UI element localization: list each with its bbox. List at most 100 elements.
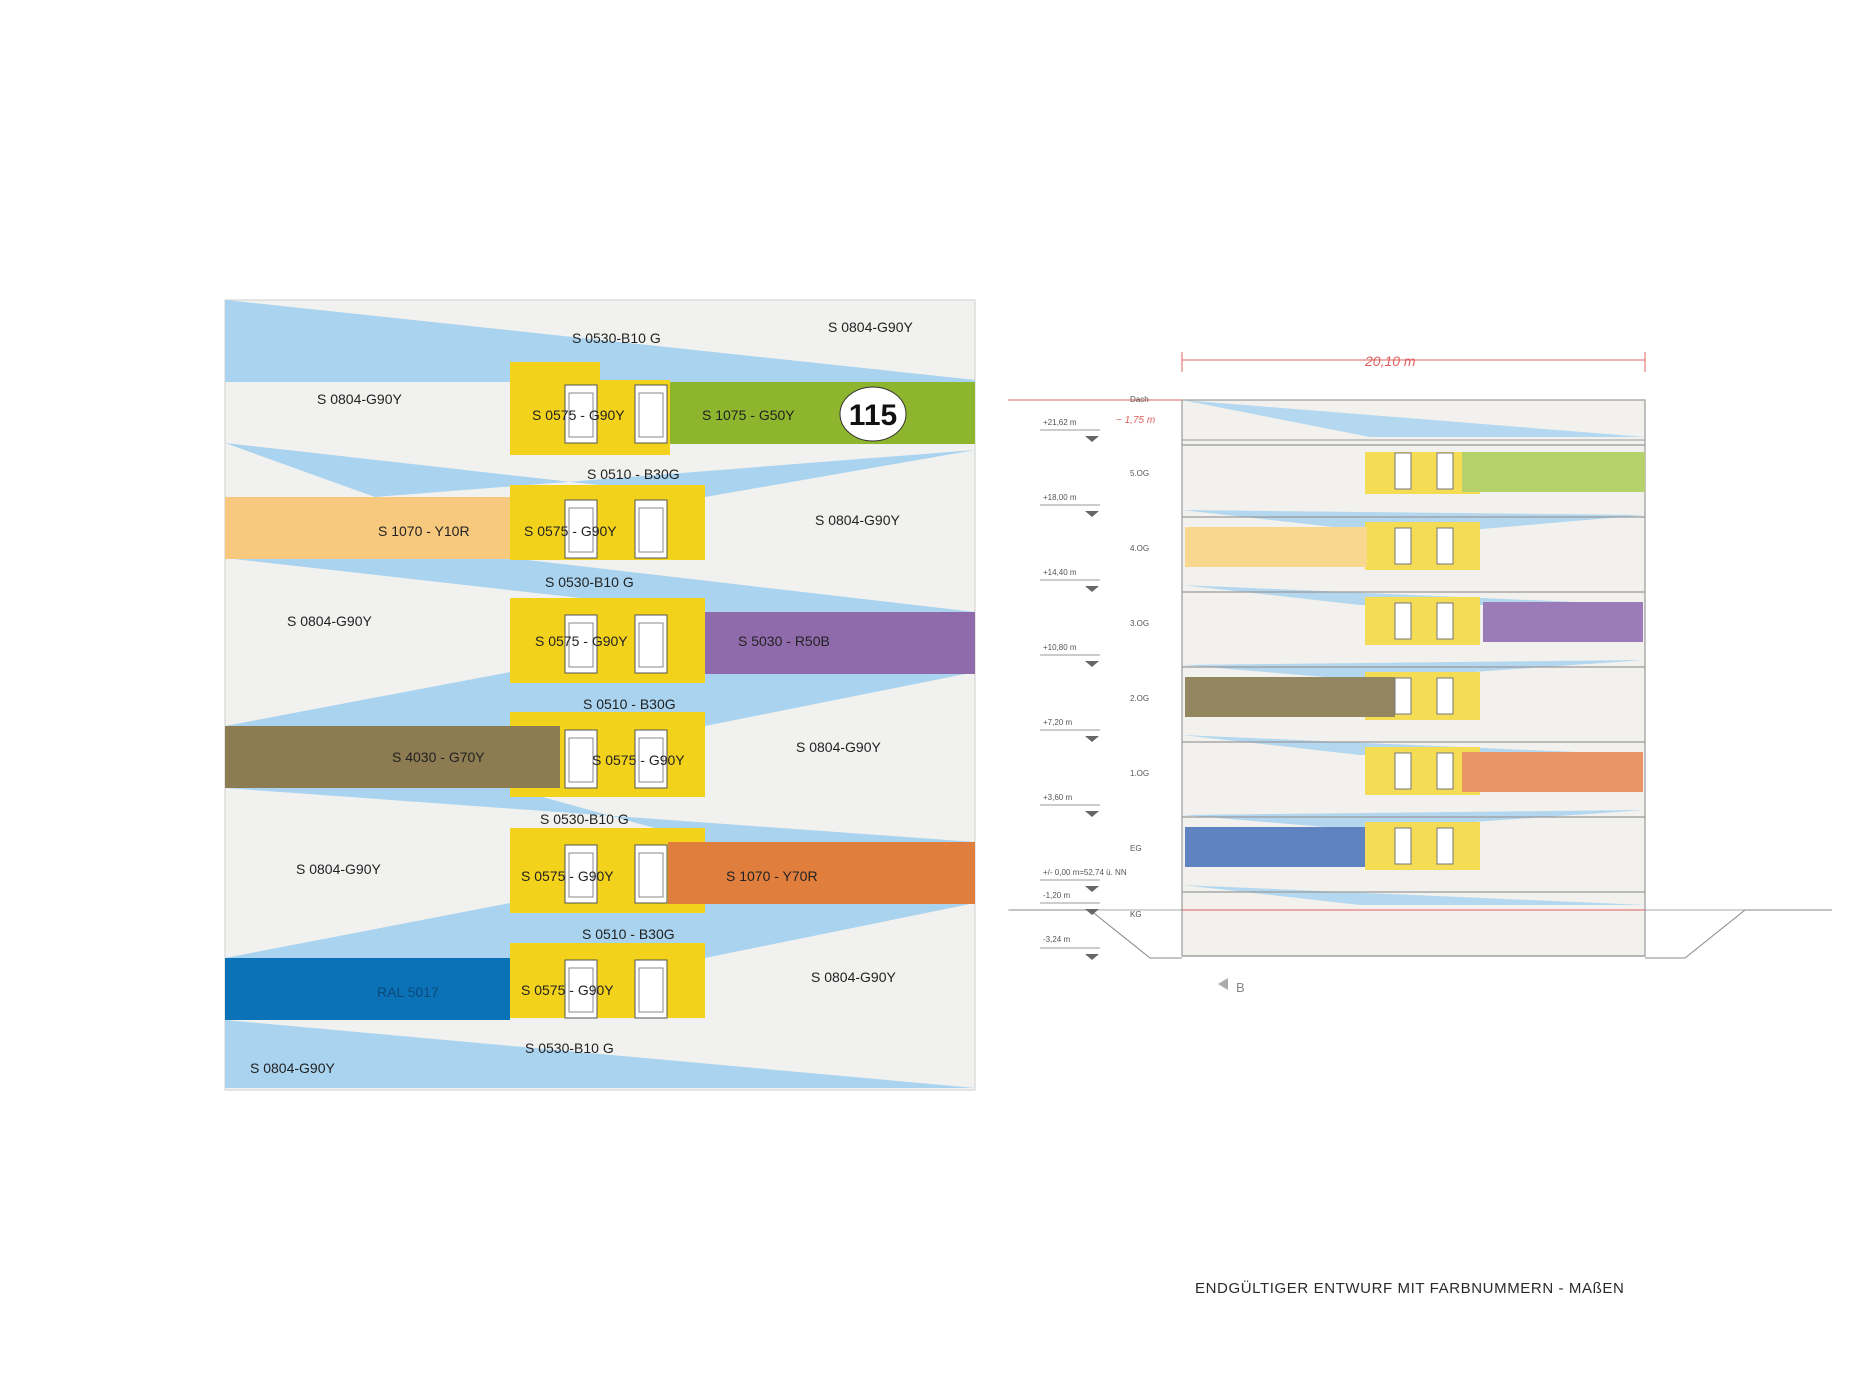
window: [564, 959, 598, 1019]
level-triangle: [1085, 954, 1099, 960]
label-f1-band: S 1070 - Y70R: [726, 868, 818, 884]
window-frame: [568, 507, 594, 553]
window: [634, 384, 668, 444]
floor-1og: 1.OG: [1130, 769, 1149, 778]
label-f5-yellow: S 0575 - G90Y: [532, 407, 625, 423]
label-f0-right: S 0804-G90Y: [811, 969, 896, 985]
label-f4-yellow: S 0575 - G90Y: [524, 523, 617, 539]
window-frame: [568, 852, 594, 898]
level-8: -3,24 m: [1043, 935, 1070, 944]
section-window: [1436, 827, 1454, 865]
section-window: [1394, 752, 1412, 790]
width-dimension-label: 20,10 m: [1364, 353, 1416, 369]
window: [564, 729, 598, 789]
band-floor5: [670, 382, 975, 444]
window-frame: [638, 392, 664, 438]
band-floor3: [705, 612, 975, 674]
floor-3og: 3.OG: [1130, 619, 1149, 628]
section-band-4og: [1185, 527, 1367, 567]
window: [634, 614, 668, 674]
drawing-caption: ENDGÜLTIGER ENTWURF MIT FARBNUMMERN - MA…: [1195, 1280, 1625, 1297]
section-window: [1436, 602, 1454, 640]
section-window: [1394, 827, 1412, 865]
label-f4-band: S 1070 - Y10R: [378, 523, 470, 539]
floor-4og: 4.OG: [1130, 544, 1149, 553]
label-b2-blue: S 0530-B10 G: [540, 811, 629, 827]
label-f1-yellow: S 0575 - G90Y: [521, 868, 614, 884]
section-band-3og: [1483, 602, 1643, 642]
level-markers: [1040, 429, 1100, 960]
window: [564, 844, 598, 904]
blue-wedges: [225, 300, 975, 1088]
label-f1-left: S 0804-G90Y: [296, 861, 381, 877]
section-window: [1436, 752, 1454, 790]
floor-eg: EG: [1130, 844, 1142, 853]
label-f3-yellow: S 0575 - G90Y: [535, 633, 628, 649]
window-frame: [638, 622, 664, 668]
window: [634, 844, 668, 904]
label-b5-blue: S 0510 - B30G: [587, 466, 680, 482]
window: [564, 384, 598, 444]
level-7: -1,20 m: [1043, 891, 1070, 900]
label-f2-right: S 0804-G90Y: [796, 739, 881, 755]
label-f0-yellow: S 0575 - G90Y: [521, 982, 614, 998]
axis-marker-arrow: [1218, 978, 1228, 990]
band-floor2: [225, 726, 560, 788]
window-frame: [568, 967, 594, 1013]
window: [634, 729, 668, 789]
window: [564, 614, 598, 674]
section-band-2og: [1185, 677, 1395, 717]
label-f4-right: S 0804-G90Y: [815, 512, 900, 528]
label-f2-yellow: S 0575 - G90Y: [592, 752, 685, 768]
window: [564, 499, 598, 559]
section-window: [1394, 677, 1412, 715]
level-1: +18,00 m: [1043, 493, 1077, 502]
section-window: [1394, 527, 1412, 565]
level-triangle: [1085, 909, 1099, 915]
section-window: [1436, 452, 1454, 490]
axis-marker-label: B: [1236, 980, 1245, 995]
floor-5og: 5.OG: [1130, 469, 1149, 478]
label-f3-band: S 5030 - R50B: [738, 633, 830, 649]
label-f0-band: RAL 5017: [377, 984, 439, 1000]
band-floor4: [225, 497, 510, 559]
label-bottom-left: S 0804-G90Y: [250, 1060, 335, 1076]
section-band-eg: [1185, 827, 1365, 867]
level-6: +/- 0,00 m=52,74 ü. NN: [1043, 868, 1127, 877]
level-triangle: [1085, 886, 1099, 892]
level-0: +21,62 m: [1043, 418, 1077, 427]
section-window: [1436, 527, 1454, 565]
window: [634, 499, 668, 559]
section-band-5og: [1462, 452, 1645, 492]
section-band-1og: [1462, 752, 1643, 792]
section-windows: [1394, 452, 1454, 865]
house-number: 115: [849, 399, 897, 432]
level-3: +10,80 m: [1043, 643, 1077, 652]
floor-slabs: [1182, 444, 1645, 957]
level-triangle: [1085, 511, 1099, 517]
window-frame: [568, 622, 594, 668]
band-floor1: [668, 842, 975, 904]
label-f5-left: S 0804-G90Y: [317, 391, 402, 407]
window-frame: [638, 852, 664, 898]
ground-line: [1010, 909, 1832, 959]
house-number-plate: [839, 386, 907, 442]
level-triangle: [1085, 811, 1099, 817]
label-f2-band: S 4030 - G70Y: [392, 749, 485, 765]
window-frame: [638, 967, 664, 1013]
windows: [564, 384, 668, 1019]
label-top-right: S 0804-G90Y: [828, 319, 913, 335]
floor-dach: Dach: [1130, 395, 1149, 404]
roof-height-label: ~ 1,75 m: [1116, 415, 1155, 426]
window: [634, 959, 668, 1019]
section-window: [1436, 677, 1454, 715]
section-window: [1394, 602, 1412, 640]
level-triangle: [1085, 661, 1099, 667]
label-f5-band: S 1075 - G50Y: [702, 407, 795, 423]
label-b1-blue: S 0510 - B30G: [582, 926, 675, 942]
level-4: +7,20 m: [1043, 718, 1072, 727]
section-yellow-cores: [1365, 452, 1480, 870]
level-triangle: [1085, 436, 1099, 442]
